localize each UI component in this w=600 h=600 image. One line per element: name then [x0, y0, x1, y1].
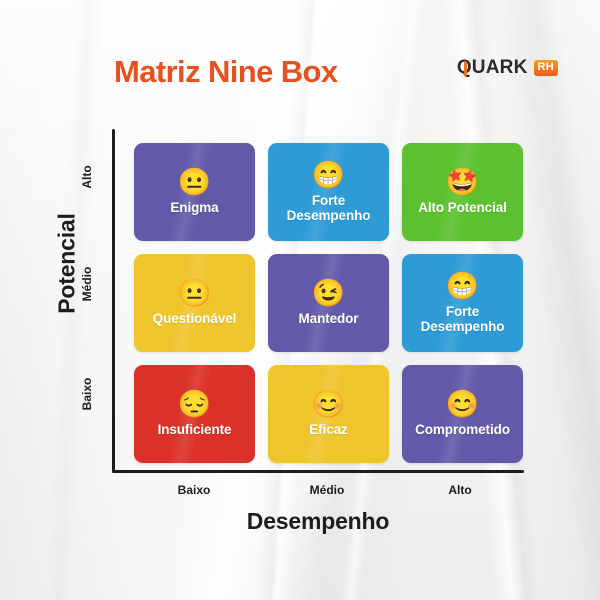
nine-box-grid: 😐Enigma😁Forte Desempenho🤩Alto Potencial😐… — [134, 143, 524, 463]
nine-box-cell[interactable]: 🤩 Alto Potencial — [402, 143, 523, 241]
nine-box-cell[interactable]: 😊 Comprometido — [402, 365, 523, 463]
x-axis-tick-baixo: Baixo — [177, 483, 211, 497]
nine-box-cell[interactable]: 😉 Mantedor — [268, 254, 389, 352]
nine-box-cell-label: Comprometido — [415, 422, 510, 437]
x-axis-tick-alto: Alto — [448, 483, 472, 497]
nine-box-cell[interactable]: 😁Forte Desempenho — [402, 254, 523, 352]
x-axis-line — [112, 470, 524, 473]
winking-face-icon: 😉 — [311, 278, 346, 308]
smiling-face-icon: 😊 — [445, 389, 480, 419]
neutral-face-icon: 😐 — [177, 167, 212, 197]
beaming-face-icon: 😁 — [311, 159, 346, 190]
y-axis-tick-baixo: Baixo — [80, 377, 94, 411]
neutral-face-icon: 😐 — [177, 278, 212, 308]
logo-q-stem-icon — [463, 61, 467, 76]
x-axis-tick-medio: Médio — [309, 483, 345, 497]
nine-box-cell-label: Forte Desempenho — [286, 192, 371, 223]
logo-wordmark-text: QUARK — [456, 57, 528, 78]
nine-box-cell-label: Forte Desempenho — [420, 303, 505, 334]
x-axis-title: Desempenho — [246, 508, 390, 534]
nine-box-cell-label: Mantedor — [298, 311, 359, 326]
y-axis-tick-medio: Médio — [80, 266, 94, 302]
brand-logo: QUARK RH — [457, 57, 558, 79]
page-title: Matriz Nine Box — [114, 54, 338, 89]
smiling-face-icon: 😊 — [311, 389, 346, 419]
nine-box-cell-label: Insuficiente — [157, 422, 232, 437]
nine-box-cell[interactable]: 😁Forte Desempenho — [268, 143, 389, 241]
beaming-face-icon: 😁 — [445, 270, 480, 301]
nine-box-cell-label: Eficaz — [309, 422, 348, 437]
y-axis-line — [112, 129, 115, 473]
nine-box-cell-label: Enigma — [170, 200, 219, 215]
logo-rh-badge: RH — [533, 60, 558, 76]
nine-box-cell[interactable]: 😔 Insuficiente — [134, 365, 255, 463]
logo-wordmark: QUARK — [457, 57, 528, 79]
nine-box-cell-label: Alto Potencial — [418, 200, 507, 215]
nine-box-cell[interactable]: 😐 Enigma — [134, 143, 255, 241]
star-struck-face-icon: 🤩 — [445, 167, 480, 197]
nine-box-cell[interactable]: 😊 Eficaz — [268, 365, 389, 463]
y-axis-title: Potencial — [53, 213, 80, 314]
nine-box-cell-label: Questionável — [152, 311, 237, 326]
pensive-face-icon: 😔 — [177, 389, 212, 419]
y-axis-tick-alto: Alto — [80, 165, 94, 189]
nine-box-cell[interactable]: 😐 Questionável — [134, 254, 255, 352]
